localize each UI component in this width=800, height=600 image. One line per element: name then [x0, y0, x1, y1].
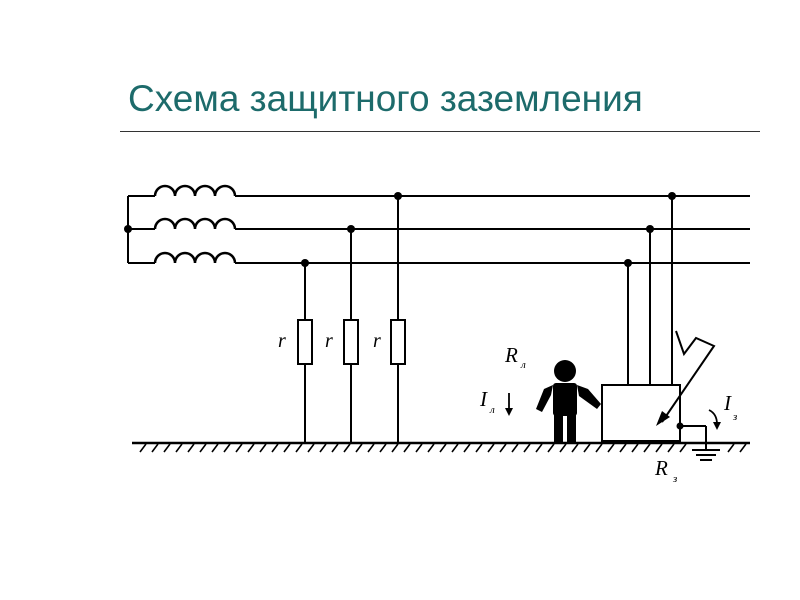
- ground-current-arrow-icon: [708, 409, 721, 430]
- ground-current-subscript: з: [732, 411, 737, 423]
- person-current-arrow-icon: [505, 393, 513, 416]
- person-current-subscript: л: [489, 404, 495, 416]
- neutral-star-connection: [124, 195, 155, 264]
- person-resistance-subscript: л: [520, 359, 526, 371]
- insulation-resistances: r r r: [278, 192, 406, 443]
- resistor-label: r: [278, 330, 286, 352]
- page-title: Схема защитного заземления: [128, 78, 643, 119]
- title-divider: [120, 131, 760, 132]
- phase-lines: [235, 195, 750, 264]
- person-icon: [536, 360, 601, 443]
- transformer-coil-icon: [153, 184, 237, 264]
- resistor-icon: [390, 319, 406, 365]
- person-resistance-label: R: [504, 343, 518, 367]
- lightning-arrow-icon: [656, 330, 716, 426]
- equipment-housing: [601, 192, 681, 442]
- earth-surface: [132, 441, 750, 453]
- resistor-label: r: [325, 330, 333, 352]
- ground-resistance-label: R: [654, 456, 668, 480]
- person-current-label: I: [479, 387, 488, 411]
- resistor-icon: [297, 319, 313, 365]
- resistor-label: r: [373, 330, 381, 352]
- ground-symbol-icon: [692, 449, 720, 461]
- ground-current-label: I: [723, 391, 732, 415]
- resistor-icon: [343, 319, 359, 365]
- ground-connection: [676, 422, 720, 461]
- ground-resistance-subscript: з: [672, 473, 677, 485]
